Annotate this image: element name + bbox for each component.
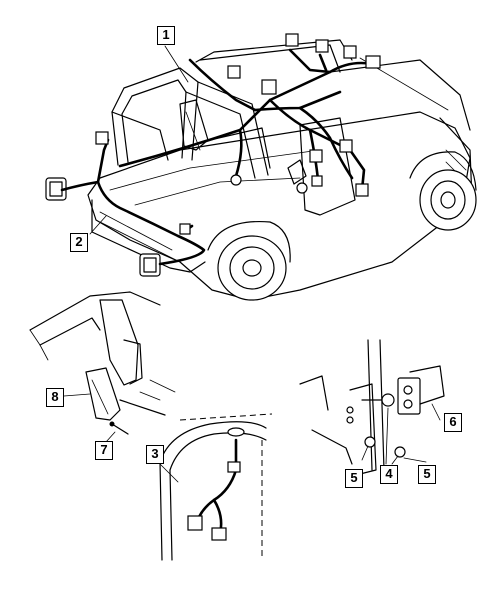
callout-5-right[interactable]: 5	[418, 465, 436, 484]
wiring-harness-drawing	[60, 33, 381, 266]
callout-8[interactable]: 8	[46, 388, 64, 407]
vehicle-body-drawing	[45, 39, 477, 301]
callout-3[interactable]: 3	[146, 445, 164, 464]
detail-view-hinge-drawing	[299, 339, 445, 477]
detail-view-bracket-drawing	[29, 291, 176, 443]
callout-4[interactable]: 4	[380, 465, 398, 484]
callout-5-left[interactable]: 5	[345, 469, 363, 488]
leader-line-2	[89, 215, 107, 235]
callout-2[interactable]: 2	[70, 233, 88, 252]
callout-6[interactable]: 6	[444, 413, 462, 432]
detail-view-wheelhouse-drawing	[157, 413, 273, 561]
callout-1[interactable]: 1	[157, 26, 175, 45]
callout-7[interactable]: 7	[95, 441, 113, 460]
leader-line-1	[164, 45, 189, 83]
